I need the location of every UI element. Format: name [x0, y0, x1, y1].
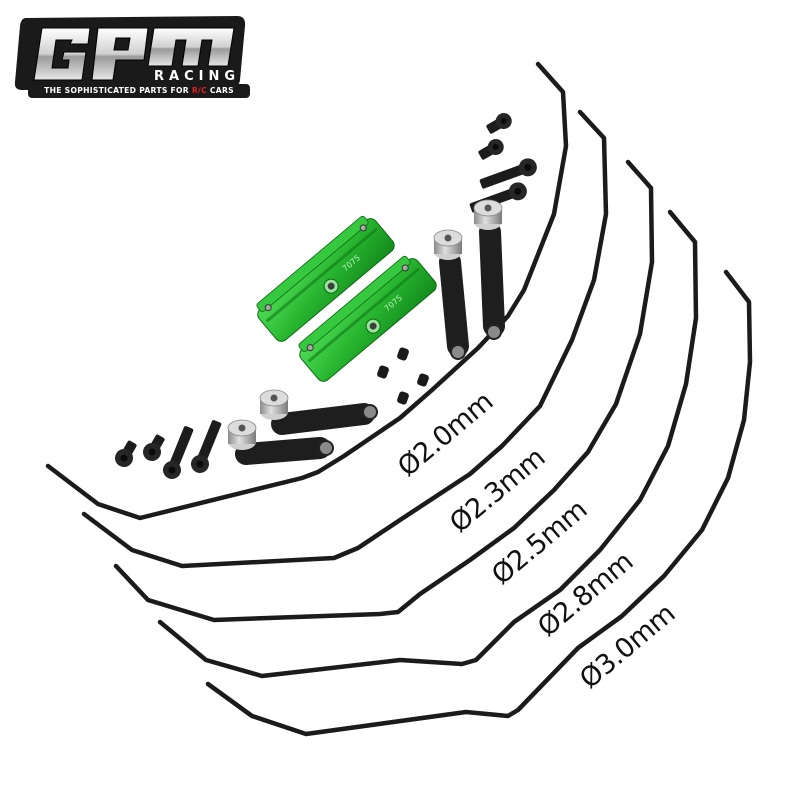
logo-tagline: THE SOPHISTICATED PARTS FOR R/C CARS [28, 84, 250, 98]
svg-text:RACING: RACING [154, 69, 240, 84]
sway-bar-3-0mm [205, 269, 753, 737]
aluminum-mount-right: 7075 [298, 255, 437, 382]
sway-bar-2-5mm [113, 159, 655, 623]
set-screws [377, 347, 429, 405]
cap-screws-bottom [115, 420, 222, 479]
logo-mark-icon: RACING [14, 16, 246, 90]
sway-bar-2-8mm [157, 209, 699, 679]
linkage-rod-bottom-upper [259, 389, 378, 435]
sway-bar-2-0mm [45, 61, 569, 521]
linkage-rod-top-left [433, 229, 469, 360]
cap-screws-top [469, 113, 537, 213]
aluminum-mount-left: 7075 [256, 215, 395, 342]
linkage-rod-bottom-lower [227, 419, 334, 465]
gpm-racing-logo: RACING THE SOPHISTICATED PARTS FOR R/C C… [12, 10, 250, 98]
linkage-rod-top-right [473, 199, 505, 340]
sway-bar-2-3mm [81, 109, 609, 569]
